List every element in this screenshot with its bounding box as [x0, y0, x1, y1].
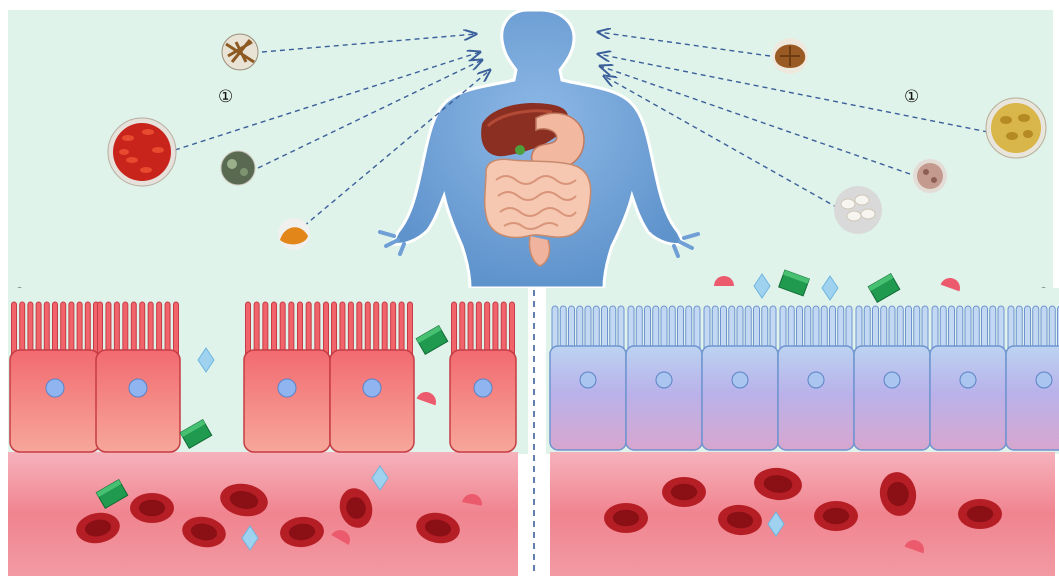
purple-epithelial-cell — [1006, 306, 1059, 450]
nucleus — [278, 379, 296, 397]
grain-icon — [913, 159, 947, 193]
nucleus — [580, 372, 596, 388]
nucleus — [1036, 372, 1052, 388]
ginkgo-icon — [986, 98, 1046, 158]
purple-epithelial-cell — [854, 306, 930, 450]
label-one-left: ① — [218, 87, 233, 107]
red-blood-cell-icon — [662, 477, 706, 507]
nucleus — [46, 379, 64, 397]
purple-epithelial-cell — [550, 306, 626, 450]
herb-bowl-icon — [222, 34, 258, 70]
nucleus — [656, 372, 672, 388]
nucleus — [960, 372, 976, 388]
turmeric-icon — [278, 218, 310, 250]
red-epithelial-cell — [10, 302, 100, 452]
red-blood-cell-icon — [130, 493, 174, 523]
purple-epithelial-cell — [930, 306, 1006, 450]
red-berry-icon — [108, 118, 176, 186]
red-blood-cell-icon — [814, 501, 858, 531]
nucleus — [129, 379, 147, 397]
purple-epithelial-cell — [626, 306, 702, 450]
purple-epithelial-cell — [778, 306, 854, 450]
nucleus — [808, 372, 824, 388]
nucleus — [363, 379, 381, 397]
nucleus — [732, 372, 748, 388]
nucleus — [884, 372, 900, 388]
nucleus — [474, 379, 492, 397]
red-blood-cell-icon — [958, 499, 1002, 529]
walnut-icon — [772, 38, 808, 74]
red-blood-cell-icon — [604, 503, 648, 533]
label-one-right: ① — [904, 87, 919, 107]
mushroom-icon — [221, 151, 255, 185]
white-root-icon — [834, 186, 882, 234]
purple-epithelial-cell — [702, 306, 778, 450]
